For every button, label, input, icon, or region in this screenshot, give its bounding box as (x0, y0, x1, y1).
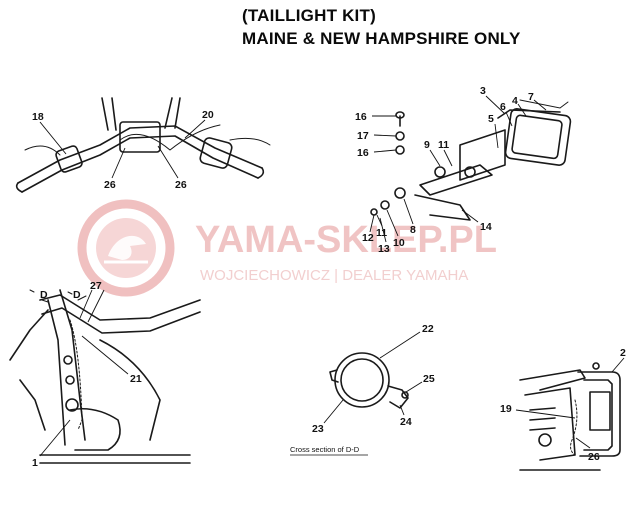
callout-27: 27 (90, 280, 102, 292)
frame-wiring-assembly (9, 289, 201, 464)
rear-guard-leaders (515, 357, 625, 449)
callout-18: 18 (32, 111, 44, 123)
cross-section-dd (329, 352, 409, 409)
callout-4: 4 (512, 95, 518, 107)
callout-16-lower: 16 (357, 147, 369, 159)
callout-22: 22 (422, 323, 434, 335)
callout-11-upper: 11 (438, 139, 449, 151)
callout-D-right: D (73, 289, 81, 301)
cross-section-leaders (323, 331, 423, 424)
callout-9: 9 (424, 139, 430, 151)
diagram-subtitle: MAINE & NEW HAMPSHIRE ONLY (242, 29, 521, 48)
handlebar-leaders (39, 119, 206, 179)
frame-leaders (39, 289, 129, 457)
callout-26-guard: 26 (588, 451, 600, 463)
callout-24: 24 (400, 416, 412, 428)
callout-17: 17 (357, 130, 369, 142)
callout-14: 14 (480, 221, 492, 233)
callout-12: 12 (362, 232, 374, 244)
watermark-logo-icon (77, 199, 175, 297)
callout-26-handlebar-right: 26 (175, 179, 187, 191)
callout-23: 23 (312, 423, 324, 435)
cross-section-caption: Cross section of D-D (290, 445, 360, 454)
callout-6: 6 (500, 101, 506, 113)
callout-7: 7 (528, 91, 534, 103)
callout-10: 10 (393, 237, 405, 249)
watermark-sub: WOJCIECHOWICZ | DEALER YAMAHA (200, 267, 468, 284)
callout-21: 21 (130, 373, 142, 385)
callout-11-lower: 11 (376, 227, 387, 239)
callout-25: 25 (423, 373, 435, 385)
callout-1: 1 (32, 457, 38, 469)
callout-3: 3 (480, 85, 486, 97)
callout-16-upper: 16 (355, 111, 367, 123)
callout-D-left: D (40, 289, 48, 301)
callout-13: 13 (378, 243, 390, 255)
watermark-main: YAMA-SKLEP.PL (195, 219, 497, 261)
rear-guard-assembly (519, 362, 621, 471)
watermark: YAMA-SKLEP.PL WOJCIECHOWICZ | DEALER YAM… (77, 199, 497, 297)
diagram-title: (TAILLIGHT KIT) (242, 6, 376, 25)
callout-8: 8 (410, 224, 416, 236)
callout-2: 2 (620, 347, 626, 359)
taillight-assembly (370, 99, 572, 221)
callout-20: 20 (202, 109, 214, 121)
handlebar-assembly (15, 97, 271, 193)
callout-5: 5 (488, 113, 494, 125)
taillight-leaders (369, 95, 547, 243)
callout-19: 19 (500, 403, 512, 415)
callout-26-handlebar-left: 26 (104, 179, 116, 191)
